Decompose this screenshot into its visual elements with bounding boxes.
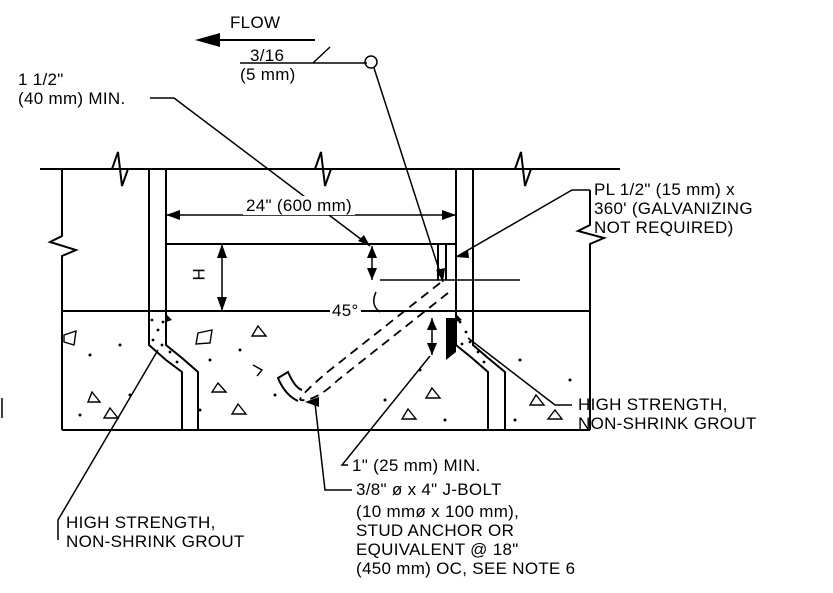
left-post bbox=[148, 169, 167, 325]
leader-lines bbox=[57, 46, 590, 540]
flow-label: FLOW bbox=[230, 13, 281, 32]
flow-arrow bbox=[195, 33, 315, 47]
right-break-line bbox=[575, 190, 608, 430]
min-top-label-line2: (40 mm) MIN. bbox=[18, 89, 126, 108]
bottom-min-dimension bbox=[427, 318, 437, 355]
width-dimension-label: 24" (600 mm) bbox=[243, 196, 355, 215]
bearing-plate bbox=[437, 244, 456, 360]
concrete-slab bbox=[62, 310, 590, 431]
grout-right-label-line1: HIGH STRENGTH, bbox=[578, 395, 728, 414]
plate-label-line2: 360' (GALVANIZING bbox=[594, 199, 753, 218]
top-deck-line bbox=[40, 151, 620, 187]
jbolt-label-line1: 3/8" ø x 4" J-BOLT bbox=[356, 480, 502, 499]
min-bottom-label: 1" (25 mm) MIN. bbox=[352, 456, 481, 475]
grate-bar bbox=[166, 243, 456, 312]
jbolt-label-line4: EQUIVALENT @ 18" bbox=[356, 540, 519, 559]
concrete-aggregate bbox=[63, 324, 572, 422]
grout-left-label-line1: HIGH STRENGTH, bbox=[66, 513, 216, 532]
grout-left-label-line2: NON-SHRINK GROUT bbox=[66, 532, 245, 551]
min-top-label-line1: 1 1/2" bbox=[18, 70, 64, 89]
weld-label-line2: (5 mm) bbox=[240, 65, 296, 84]
grout-stipple bbox=[150, 314, 486, 364]
plate-label-line1: PL 1/2" (15 mm) x bbox=[594, 180, 735, 199]
jbolt-label-line3: STUD ANCHOR OR bbox=[356, 521, 515, 540]
angle-label: 45° bbox=[330, 301, 361, 320]
top-min-dimension bbox=[367, 246, 377, 280]
angle-arc bbox=[373, 291, 381, 313]
jbolt-label-line2: (10 mmø x 100 mm), bbox=[356, 502, 520, 521]
plate-label-line3: NOT REQUIRED) bbox=[594, 218, 734, 237]
right-post bbox=[455, 169, 474, 330]
weld-label-line1: 3/16 bbox=[250, 46, 285, 65]
grout-right-label-line2: NON-SHRINK GROUT bbox=[578, 414, 757, 433]
jbolt-label-line5: (450 mm) OC, SEE NOTE 6 bbox=[356, 559, 576, 578]
h-dimension bbox=[217, 244, 227, 311]
j-bolt bbox=[276, 282, 449, 402]
left-break-line bbox=[47, 169, 79, 430]
width-dimension bbox=[166, 210, 456, 220]
h-dimension-label: H bbox=[188, 268, 208, 281]
